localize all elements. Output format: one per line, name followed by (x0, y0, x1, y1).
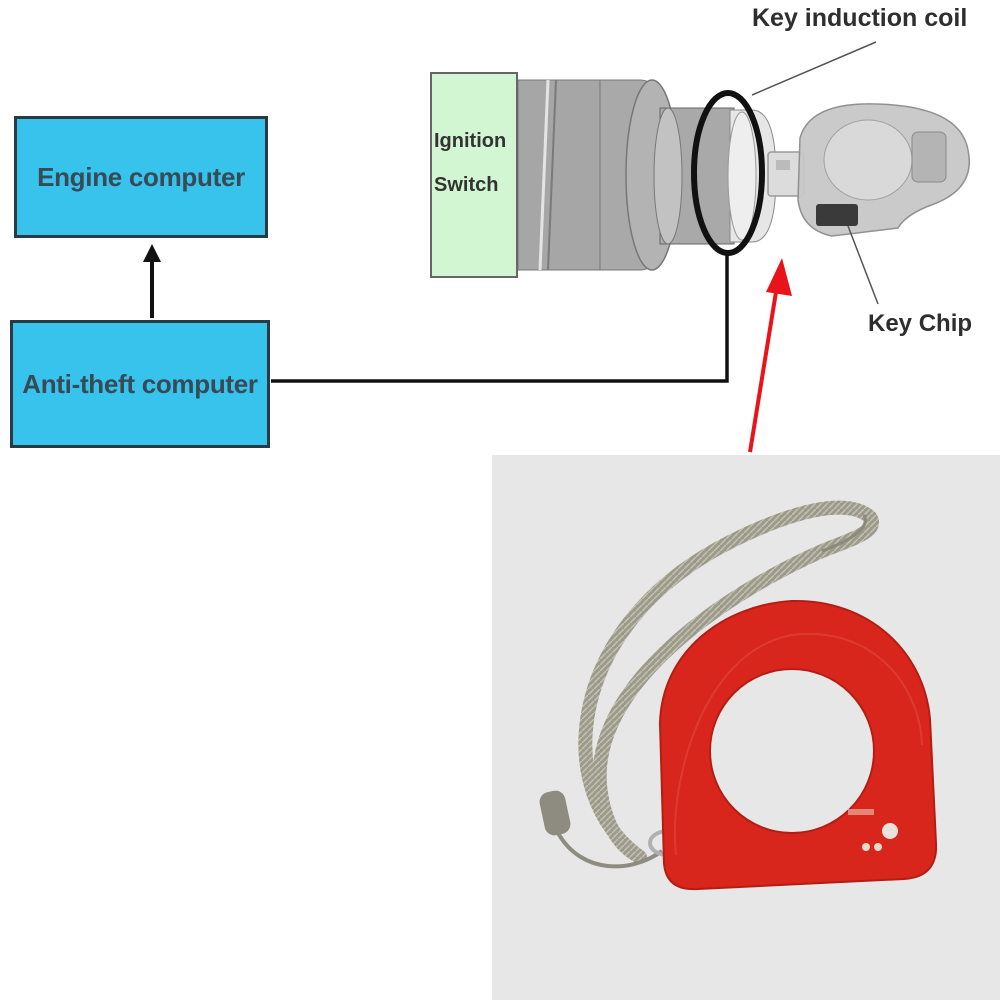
coil-leader-line (751, 41, 877, 96)
ignition-switch-box (430, 72, 518, 278)
induction-coil-ring (691, 90, 765, 256)
red-arrow (748, 258, 792, 453)
key-chip-element (816, 204, 858, 226)
antitheft-computer-box: Anti-theft computer (10, 320, 270, 448)
engine-computer-box: Engine computer (14, 116, 268, 238)
key-induction-coil-label: Key induction coil (752, 4, 968, 32)
ignition-switch-label-line2: Switch (434, 174, 499, 196)
ignition-switch-label-line1: Ignition (434, 130, 507, 152)
coil-wire (271, 250, 729, 383)
chip-leader-line (847, 225, 879, 305)
antitheft-computer-label: Anti-theft computer (22, 368, 258, 399)
coil-pcb-illustration (539, 500, 938, 891)
key-chip-label: Key Chip (868, 310, 973, 337)
ignition-cylinder (517, 79, 777, 271)
engine-computer-label: Engine computer (37, 161, 245, 192)
induction-coil-photo (492, 455, 1000, 1000)
antitheft-to-engine-arrow (143, 244, 161, 318)
key-icon (767, 103, 970, 237)
